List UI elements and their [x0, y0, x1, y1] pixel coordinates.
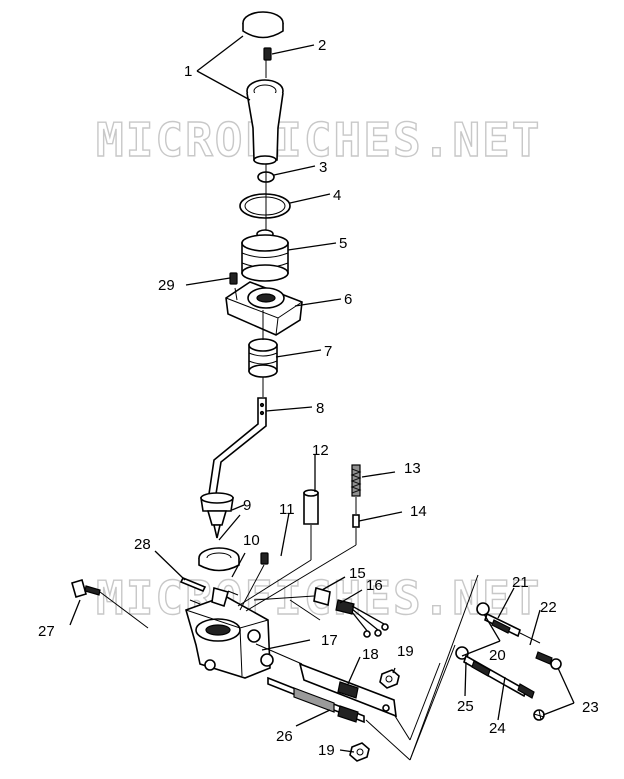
- callout-6: 6: [344, 291, 352, 308]
- callout-26: 26: [276, 728, 293, 745]
- callout-1: 1: [184, 63, 192, 80]
- callout-29: 29: [158, 277, 175, 294]
- mounting-plate-part: [225, 281, 303, 336]
- tie-rod-upper-part: [476, 602, 562, 670]
- bolt-27-part: [71, 579, 149, 629]
- callout-16: 16: [366, 577, 383, 594]
- callout-4: 4: [333, 187, 341, 204]
- callout-17: 17: [321, 632, 338, 649]
- callout-2: 2: [318, 37, 326, 54]
- gear-housing-part: [185, 586, 274, 679]
- callout-23: 23: [582, 699, 599, 716]
- watermark-top: MICROFICHES.NET: [96, 113, 541, 167]
- wire-harness-part: [335, 599, 389, 638]
- callout-labels: 1 2 3 4 5 6 7 8 9 10 11 12 13 14 15 16 1…: [38, 37, 599, 759]
- callout-28: 28: [134, 536, 151, 553]
- callout-3: 3: [319, 159, 327, 176]
- shift-lever-part: [200, 397, 267, 539]
- screw-29-part: [229, 272, 238, 285]
- collar-part: [198, 547, 240, 572]
- callout-19-lower: 19: [318, 742, 335, 759]
- o-ring-part: [239, 193, 291, 219]
- rod-26-part: [267, 676, 365, 724]
- nut-19b-part: [349, 742, 370, 762]
- callout-27: 27: [38, 623, 55, 640]
- callout-15: 15: [349, 565, 366, 582]
- callout-12: 12: [312, 442, 329, 459]
- callout-25: 25: [457, 698, 474, 715]
- switch-15-part: [313, 586, 331, 607]
- callout-24: 24: [489, 720, 506, 737]
- callout-7: 7: [324, 343, 332, 360]
- callout-11: 11: [279, 501, 295, 518]
- nut-19a-part: [379, 669, 400, 689]
- leader-lines: [69, 35, 575, 761]
- spring-13-part: [350, 464, 362, 497]
- callout-22: 22: [540, 599, 557, 616]
- callout-10: 10: [243, 532, 260, 549]
- small-spring-part: [260, 552, 269, 565]
- callout-8: 8: [316, 400, 324, 417]
- pin-part: [303, 489, 319, 525]
- callout-20: 20: [489, 647, 506, 664]
- shift-knob-part: [242, 11, 284, 165]
- bracket-18-part: [298, 662, 397, 718]
- callout-18: 18: [362, 646, 379, 663]
- callout-5: 5: [339, 235, 347, 252]
- callout-14: 14: [410, 503, 427, 520]
- set-screw-part: [263, 47, 272, 61]
- boot-part: [241, 229, 289, 282]
- bellows-part: [248, 338, 278, 378]
- callout-13: 13: [404, 460, 421, 477]
- callout-19-upper: 19: [397, 643, 414, 660]
- pin-28-part: [179, 576, 207, 593]
- callout-21: 21: [512, 574, 529, 591]
- callout-9: 9: [243, 497, 251, 514]
- plunger-part: [352, 514, 360, 528]
